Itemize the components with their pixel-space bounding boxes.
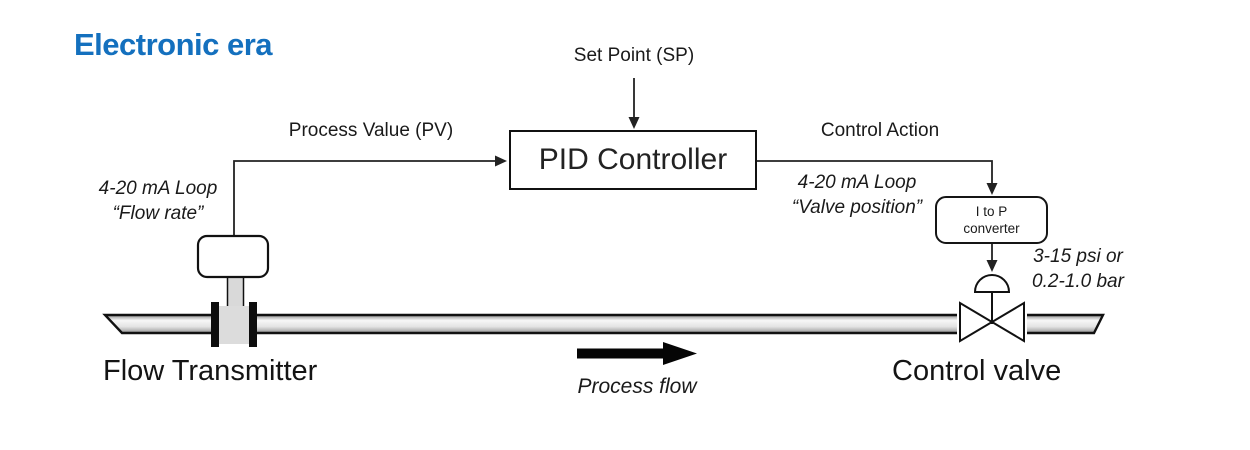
transmitter-body xyxy=(215,306,253,344)
transmitter-stem xyxy=(226,275,245,308)
transmitter-flange-left xyxy=(211,302,219,347)
setpoint-label: Set Point (SP) xyxy=(573,45,695,66)
itop-to-valve-arrow xyxy=(986,244,998,272)
flow-loop-annotation: 4-20 mA Loop “Flow rate” xyxy=(78,176,238,226)
itop-converter-box: I to P converter xyxy=(935,196,1048,244)
control-valve-symbol xyxy=(957,274,1027,343)
setpoint-arrow xyxy=(628,78,640,129)
transmitter-flange-right xyxy=(249,302,257,347)
valve-loop-line1: 4-20 mA Loop xyxy=(797,172,917,193)
pid-controller-label: PID Controller xyxy=(538,143,728,176)
pid-controller-box: PID Controller xyxy=(509,130,757,190)
valve-body-left xyxy=(959,301,994,343)
flow-transmitter-symbol xyxy=(196,234,270,347)
process-value-line xyxy=(233,155,507,236)
valve-actuator-dome xyxy=(973,274,1011,293)
process-pipe xyxy=(102,313,1105,335)
flow-loop-line1: 4-20 mA Loop xyxy=(98,178,218,199)
process-value-label: Process Value (PV) xyxy=(288,120,454,141)
itop-converter-line2: converter xyxy=(963,221,1020,236)
flow-transmitter-label: Flow Transmitter xyxy=(103,355,318,387)
pneumatic-range-line2: 0.2-1.0 bar xyxy=(1032,271,1124,292)
slide-title: Electronic era xyxy=(74,27,273,62)
valve-loop-line2: “Valve position” xyxy=(791,197,923,218)
flow-loop-line2: “Flow rate” xyxy=(112,203,204,224)
valve-loop-annotation: 4-20 mA Loop “Valve position” xyxy=(757,170,957,220)
transmitter-head xyxy=(196,234,270,279)
control-action-label: Control Action xyxy=(820,120,940,141)
control-action-line xyxy=(757,160,998,195)
pneumatic-range-annotation: 3-15 psi or 0.2-1.0 bar xyxy=(1018,244,1138,294)
process-flow-label: Process flow xyxy=(577,375,697,398)
itop-converter-line1: I to P xyxy=(975,204,1008,219)
pneumatic-range-line1: 3-15 psi or xyxy=(1033,246,1123,267)
process-flow-arrow xyxy=(577,342,697,365)
valve-body-right xyxy=(990,301,1025,343)
control-valve-label: Control valve xyxy=(892,355,1062,387)
